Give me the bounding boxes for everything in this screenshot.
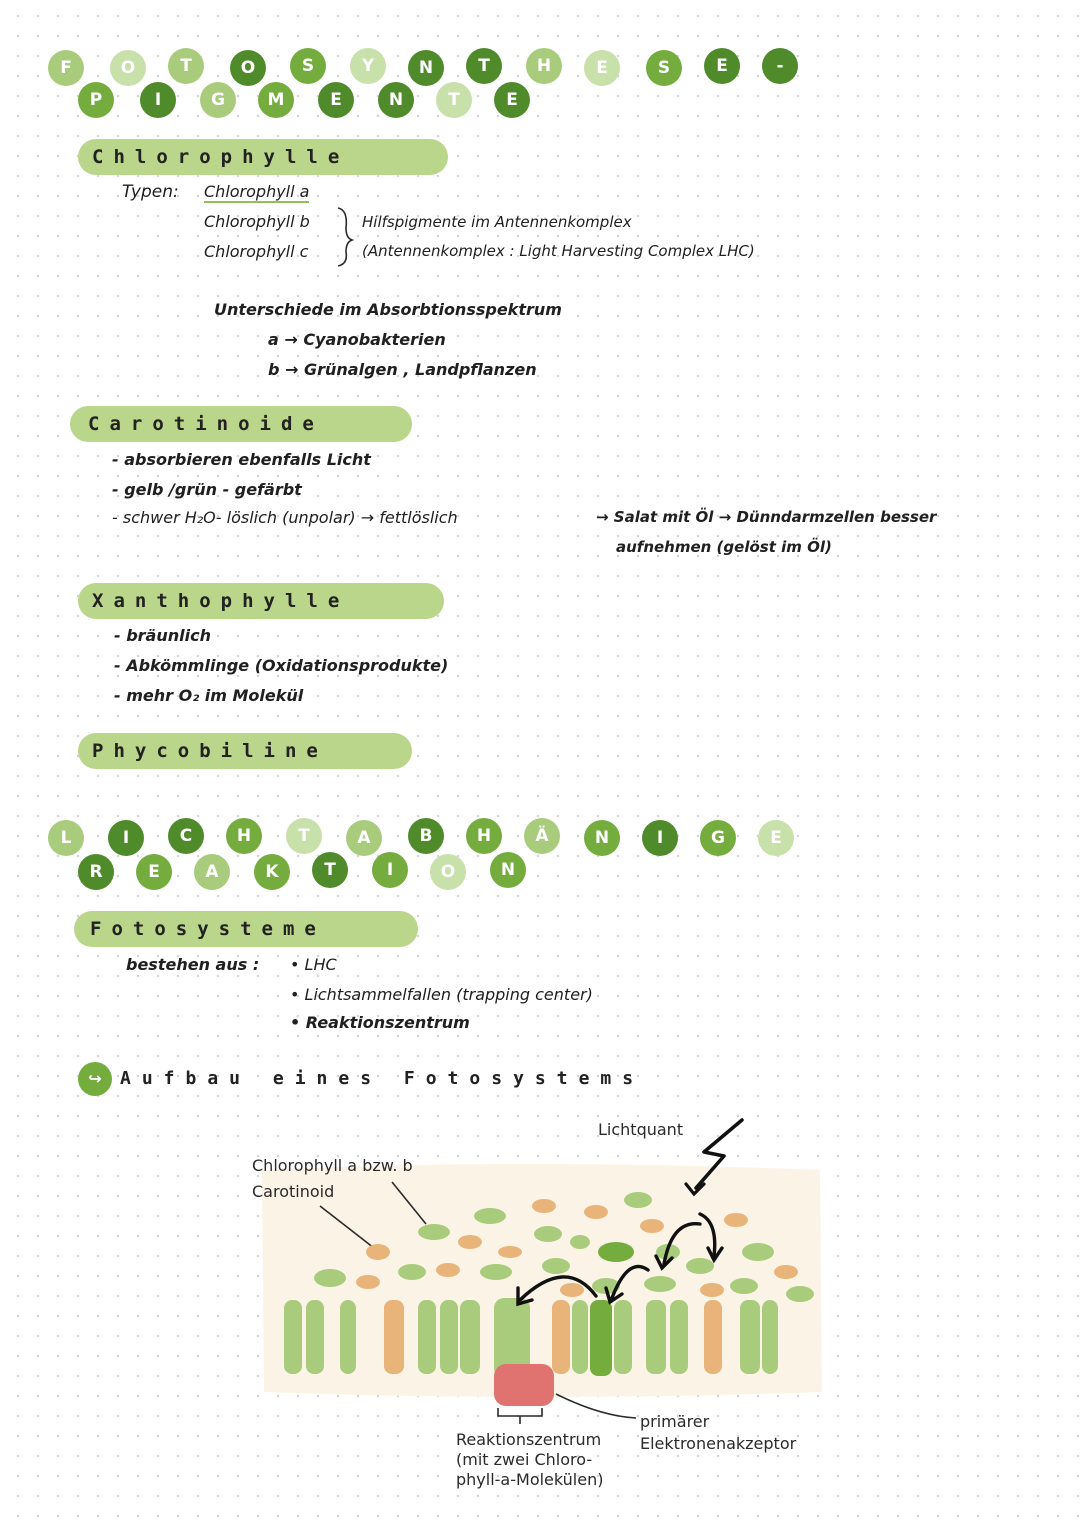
title-letter: I bbox=[372, 852, 408, 888]
title-letter: S bbox=[646, 50, 682, 86]
heading-xanthophylle: Xanthophylle bbox=[92, 590, 350, 612]
title-letter: E bbox=[704, 48, 740, 84]
pointer-line-carotinoid bbox=[319, 1205, 375, 1249]
title-letter: N bbox=[584, 820, 620, 856]
title-letter: K bbox=[254, 854, 290, 890]
reaktionszentrum-bracket bbox=[497, 1408, 543, 1424]
carotinoide-note: → Salat mit Öl → Dünndarmzellen besser bbox=[596, 508, 937, 526]
difference-a: a → Cyanobakterien bbox=[268, 330, 446, 349]
lichtquant-bolt-icon bbox=[684, 1118, 744, 1197]
title-letter: A bbox=[346, 820, 382, 856]
consists-label: bestehen aus : bbox=[126, 955, 260, 974]
label-reaktionszentrum: Reaktionszentrum bbox=[456, 1430, 602, 1449]
label-primaerer: primärer bbox=[640, 1412, 710, 1431]
heading-pill-fotosysteme bbox=[74, 911, 418, 947]
type-chlorophyll-a: Chlorophyll a bbox=[204, 182, 310, 204]
title-letter: T bbox=[286, 818, 322, 854]
title-letter: G bbox=[200, 82, 236, 118]
title-letter: E bbox=[584, 50, 620, 86]
heading-phycobiline: Phycobiline bbox=[92, 740, 328, 762]
difference-b: b → Grünalgen , Landpflanzen bbox=[268, 360, 537, 379]
heading-pill-chlorophylle bbox=[78, 139, 448, 175]
title-letter: - bbox=[762, 48, 798, 84]
title-letter: F bbox=[48, 50, 84, 86]
title-letter: N bbox=[408, 50, 444, 86]
title-letter: I bbox=[140, 82, 176, 118]
energy-transfer-arrows bbox=[516, 1212, 724, 1307]
type-chlorophyll-c: Chlorophyll c bbox=[204, 242, 309, 261]
arrow-bullet-icon: ↪ bbox=[78, 1062, 112, 1096]
membrane-background bbox=[262, 1164, 822, 1397]
title-letter: E bbox=[494, 82, 530, 118]
xanthophylle-item: - Abkömmlinge (Oxidationsprodukte) bbox=[114, 656, 449, 675]
heading-carotinoide: Carotinoide bbox=[88, 413, 324, 435]
fotosystem-part: • Lichtsammelfallen (trapping center) bbox=[290, 985, 593, 1004]
heading-aufbau: Aufbau eines Fotosystems bbox=[120, 1068, 645, 1089]
label-lichtquant: Lichtquant bbox=[598, 1120, 684, 1139]
title-letter: G bbox=[700, 820, 736, 856]
absorbtion-difference: Unterschiede im Absorbtionsspektrum bbox=[214, 300, 562, 319]
title-letter: N bbox=[490, 852, 526, 888]
title-letter: B bbox=[408, 818, 444, 854]
carotinoide-note: aufnehmen (gelöst im Öl) bbox=[616, 538, 832, 556]
lhc-text: (Antennenkomplex : Light Harvesting Comp… bbox=[362, 242, 755, 260]
label-reaktionszentrum-detail: (mit zwei Chloro- bbox=[456, 1450, 593, 1469]
type-chlorophyll-b: Chlorophyll b bbox=[204, 212, 310, 231]
title-letter: P bbox=[78, 82, 114, 118]
heading-pill-phycobiline bbox=[78, 733, 412, 769]
heading-pill-xanthophylle bbox=[78, 583, 444, 619]
title-letter: S bbox=[290, 48, 326, 84]
reaktionszentrum-block bbox=[494, 1364, 554, 1406]
label-chlorophyll: Chlorophyll a bzw. b bbox=[252, 1156, 413, 1175]
pointer-line-chlorophyll bbox=[391, 1181, 427, 1225]
label-reaktionszentrum-detail: phyll-a-Molekülen) bbox=[456, 1470, 604, 1489]
acceptor-pointer-line bbox=[555, 1393, 637, 1419]
title-letter: T bbox=[466, 48, 502, 84]
carotinoide-item: - absorbieren ebenfalls Licht bbox=[112, 450, 371, 469]
heading-fotosysteme: Fotosysteme bbox=[90, 918, 326, 940]
title-letter: T bbox=[436, 82, 472, 118]
membrane-columns bbox=[284, 1298, 778, 1378]
carotinoide-item: - gelb /grün - gefärbt bbox=[112, 480, 302, 499]
title-letter: H bbox=[466, 818, 502, 854]
title-letter: Ä bbox=[524, 818, 560, 854]
hilfspigmente-text: Hilfspigmente im Antennenkomplex bbox=[362, 213, 632, 231]
carotinoide-item: - schwer H₂O- löslich (unpolar) → fettlö… bbox=[112, 508, 458, 527]
title-letter: O bbox=[110, 50, 146, 86]
title-letter: O bbox=[430, 854, 466, 890]
fotosystem-part: • Reaktionszentrum bbox=[290, 1013, 470, 1032]
title-letter: A bbox=[194, 854, 230, 890]
title-letter: I bbox=[642, 820, 678, 856]
title-letter: M bbox=[258, 82, 294, 118]
label-elektronenakzeptor: Elektronenakzeptor bbox=[640, 1434, 797, 1453]
xanthophylle-item: - bräunlich bbox=[114, 626, 211, 645]
title-letter: I bbox=[108, 820, 144, 856]
types-label: Typen: bbox=[122, 182, 179, 202]
title-letter: E bbox=[136, 854, 172, 890]
pigment-molecules bbox=[314, 1192, 814, 1302]
heading-chlorophylle: Chlorophylle bbox=[92, 146, 350, 168]
title-letter: Y bbox=[350, 48, 386, 84]
title-letter: L bbox=[48, 820, 84, 856]
title-letter: H bbox=[226, 818, 262, 854]
xanthophylle-item: - mehr O₂ im Molekül bbox=[114, 686, 304, 705]
title-letter: E bbox=[318, 82, 354, 118]
title-letter: T bbox=[312, 852, 348, 888]
title-letter: H bbox=[526, 48, 562, 84]
label-carotinoid: Carotinoid bbox=[252, 1182, 335, 1201]
title-letter: N bbox=[378, 82, 414, 118]
title-letter: T bbox=[168, 48, 204, 84]
fotosystem-part: • LHC bbox=[290, 955, 337, 974]
heading-pill-carotinoide bbox=[70, 406, 412, 442]
title-letter: E bbox=[758, 820, 794, 856]
title-letter: C bbox=[168, 818, 204, 854]
title-letter: R bbox=[78, 854, 114, 890]
title-letter: O bbox=[230, 50, 266, 86]
